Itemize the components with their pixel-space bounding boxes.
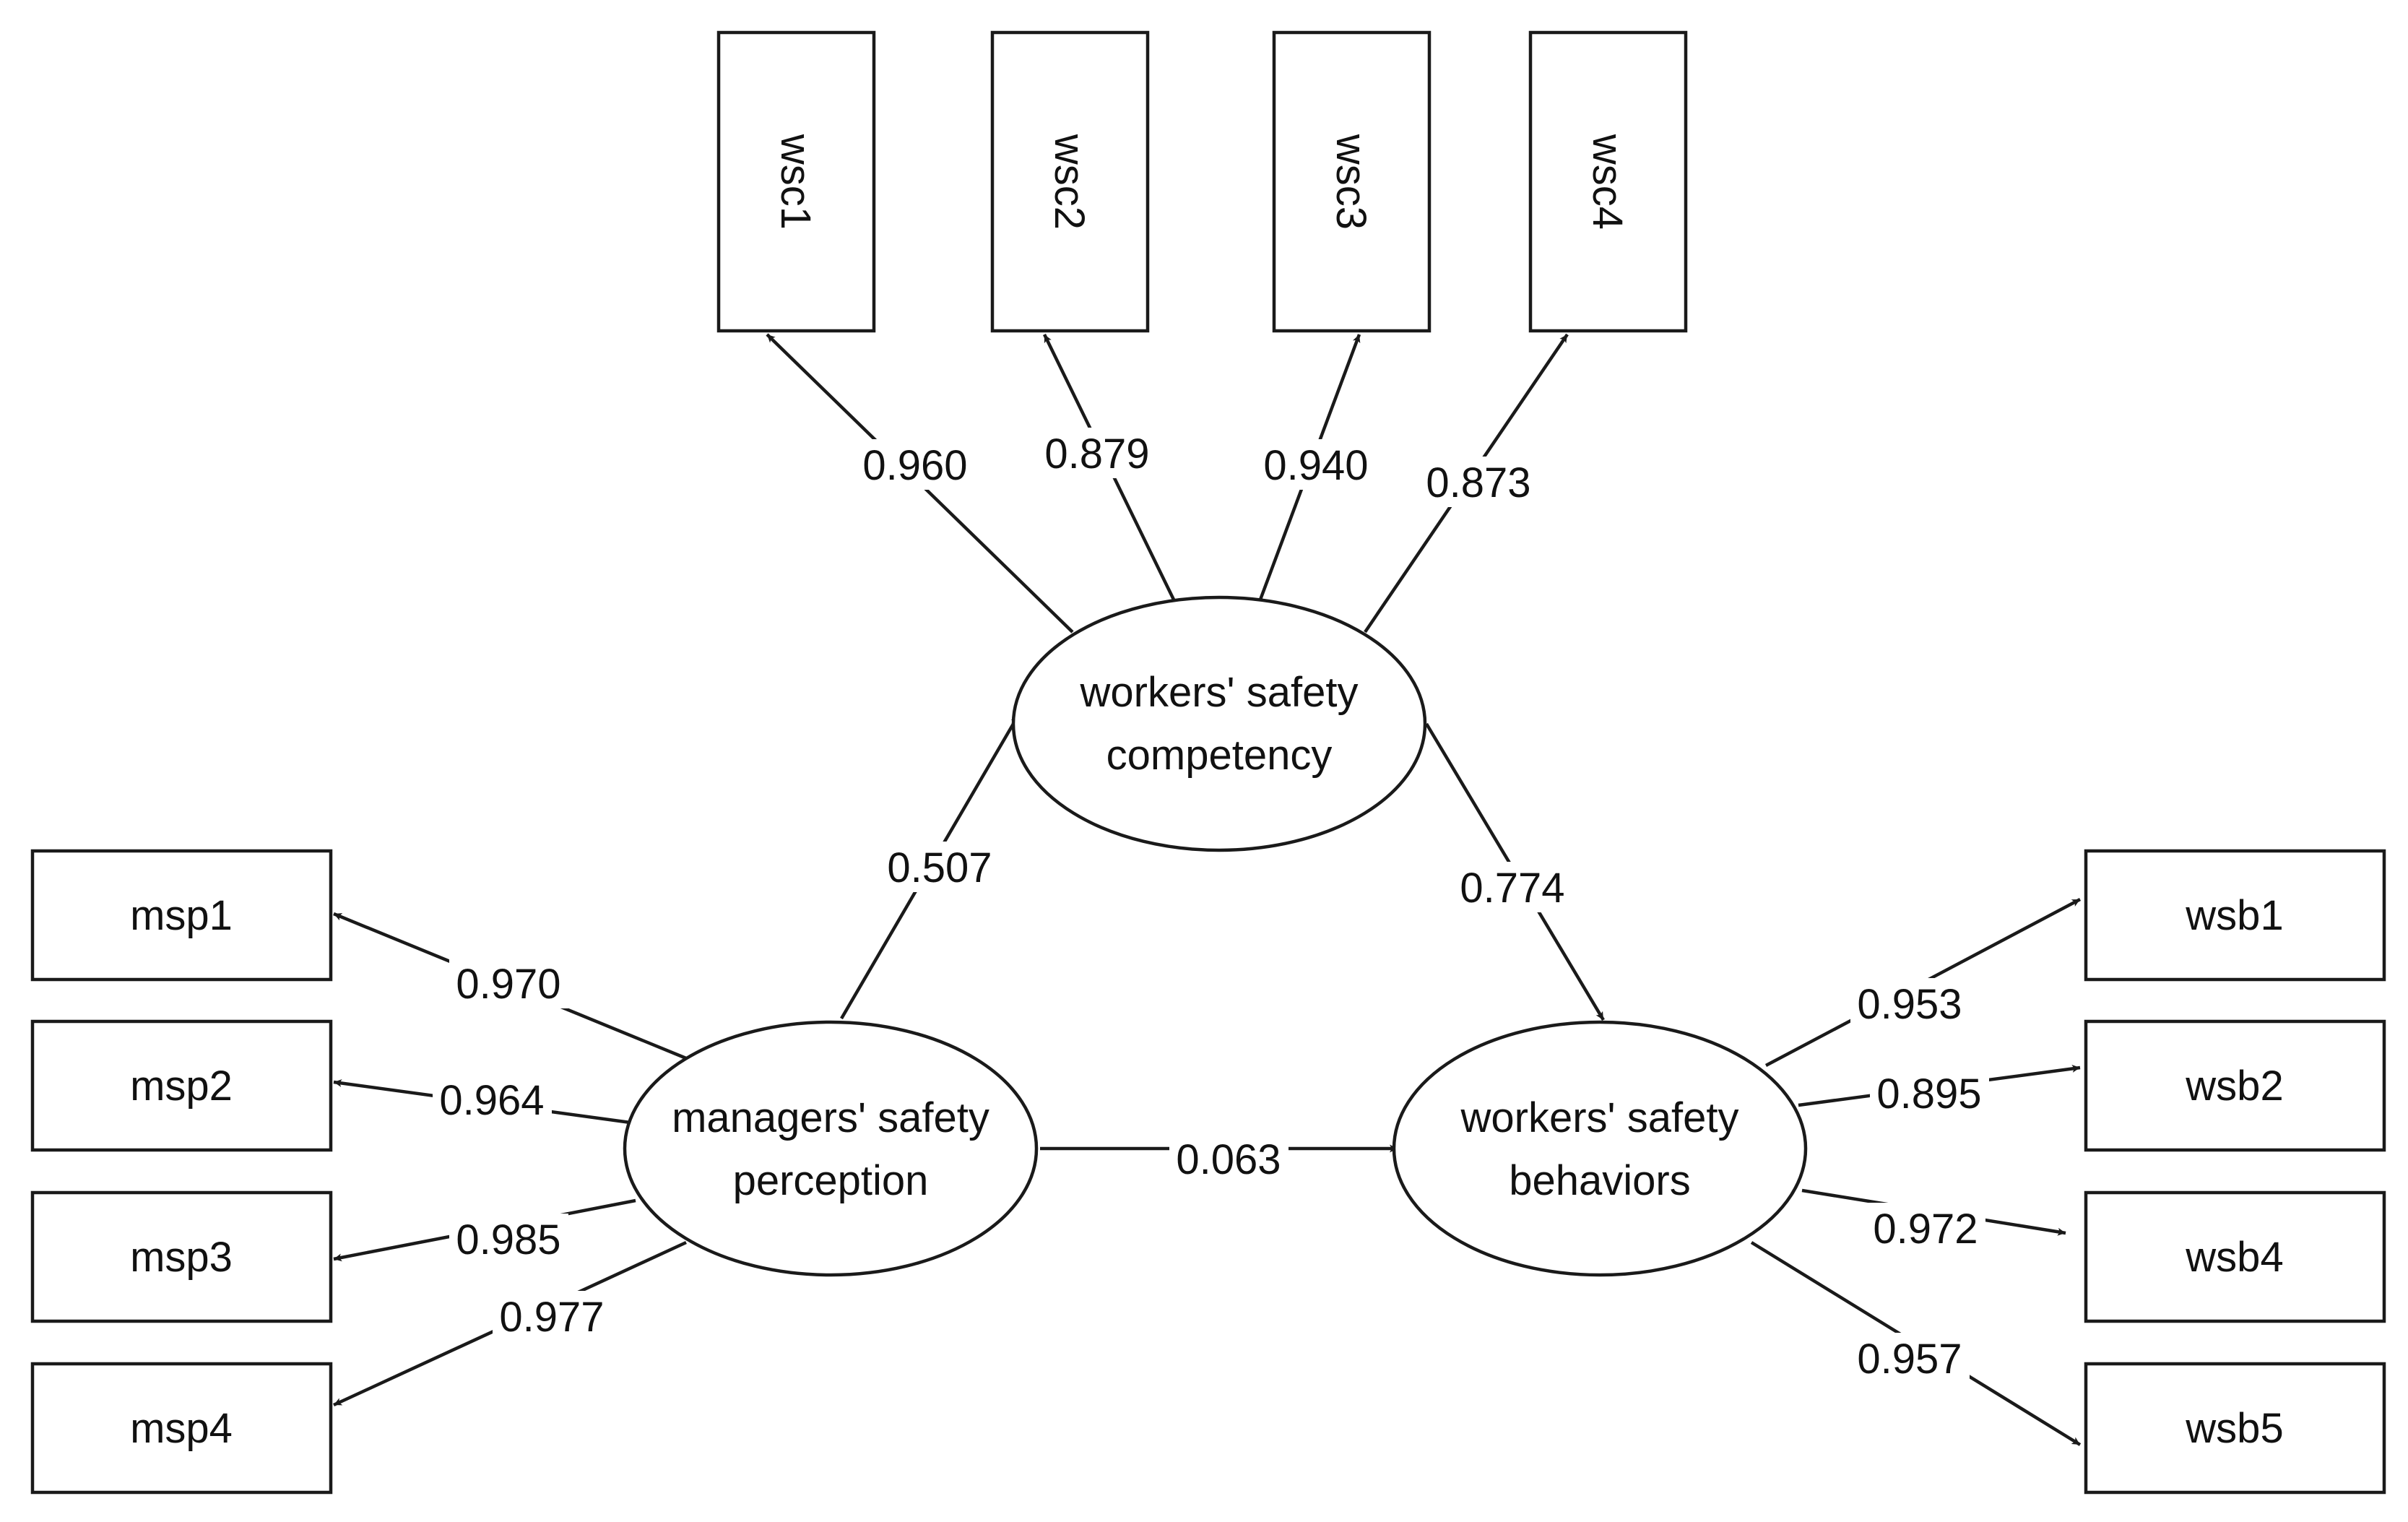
indicator-msp3: msp3 — [30, 1190, 333, 1323]
loading-label-wsc4: 0.873 — [1426, 459, 1530, 506]
loading-label-wsb2: 0.895 — [1876, 1071, 1981, 1117]
loading-label-msp4: 0.977 — [499, 1294, 604, 1341]
indicator-msp4-label: msp4 — [130, 1405, 233, 1452]
indicator-wsc4-label: wsc4 — [1584, 134, 1631, 230]
loading-label-wsb2-group: 0.895 — [1870, 1068, 1989, 1118]
indicator-wsb5: wsb5 — [2084, 1362, 2386, 1495]
latent-msp-label-line2: perception — [733, 1157, 929, 1204]
loading-label-wsb5-group: 0.957 — [1850, 1333, 1970, 1383]
loading-label-msp3-group: 0.985 — [449, 1214, 568, 1264]
latent-wsb: workers' safety behaviors — [1392, 1020, 1808, 1277]
loading-label-wsb4: 0.972 — [1873, 1206, 1978, 1253]
path-label-msp-wsc-group: 0.507 — [880, 842, 1000, 892]
indicator-msp2: msp2 — [30, 1019, 333, 1152]
indicator-wsb4: wsb4 — [2084, 1190, 2386, 1323]
loading-label-wsc3-group: 0.940 — [1257, 439, 1376, 490]
indicator-wsb1-label: wsb1 — [2185, 892, 2283, 939]
indicator-wsc2-label: wsc2 — [1046, 134, 1093, 230]
loading-label-wsb4-group: 0.972 — [1866, 1203, 1985, 1253]
loading-label-wsc2: 0.879 — [1044, 431, 1149, 477]
latent-wsb-label-line2: behaviors — [1509, 1157, 1690, 1204]
latent-wsc-label-line1: workers' safety — [1080, 669, 1359, 716]
indicator-msp1-label: msp1 — [130, 892, 233, 939]
indicator-wsb2-label: wsb2 — [2185, 1063, 2283, 1110]
loading-label-msp1-group: 0.970 — [449, 958, 568, 1008]
latent-wsc-label-line2: competency — [1106, 732, 1333, 779]
loading-label-msp3: 0.985 — [456, 1216, 560, 1263]
path-label-msp-wsb: 0.063 — [1176, 1136, 1281, 1183]
indicator-wsc1-label: wsc1 — [772, 134, 819, 230]
indicator-msp1: msp1 — [30, 849, 333, 982]
path-label-msp-wsc: 0.507 — [887, 844, 992, 891]
indicator-wsc3: wsc3 — [1272, 30, 1432, 333]
indicator-msp3-label: msp3 — [130, 1234, 233, 1281]
path-label-wsc-wsb-group: 0.774 — [1453, 862, 1572, 912]
indicator-msp2-label: msp2 — [130, 1063, 233, 1110]
indicator-wsc3-label: wsc3 — [1328, 134, 1374, 230]
loading-label-wsc4-group: 0.873 — [1419, 457, 1538, 507]
path-label-msp-wsb-group: 0.063 — [1169, 1133, 1289, 1184]
indicator-wsc2: wsc2 — [990, 30, 1150, 333]
loading-label-wsb5: 0.957 — [1857, 1336, 1962, 1383]
latent-wsc: workers' safety competency — [1011, 595, 1427, 852]
loading-label-wsc2-group: 0.879 — [1038, 428, 1157, 478]
indicator-wsb4-label: wsb4 — [2185, 1234, 2283, 1281]
loading-label-msp2-group: 0.964 — [433, 1074, 552, 1125]
loading-label-wsc1-group: 0.960 — [856, 439, 975, 490]
loading-label-wsc3: 0.940 — [1263, 442, 1368, 489]
latent-msp-label-line1: managers' safety — [672, 1094, 989, 1141]
indicator-wsb2: wsb2 — [2084, 1019, 2386, 1152]
indicator-wsb5-label: wsb5 — [2185, 1405, 2283, 1452]
loading-label-wsb1-group: 0.953 — [1850, 978, 1970, 1029]
loading-label-msp1: 0.970 — [456, 961, 560, 1008]
loading-label-msp2: 0.964 — [439, 1077, 544, 1124]
loading-label-wsc1: 0.960 — [862, 442, 967, 489]
loading-label-wsb1: 0.953 — [1857, 981, 1962, 1028]
latent-msp: managers' safety perception — [623, 1020, 1039, 1277]
latent-wsb-label-line1: workers' safety — [1460, 1094, 1739, 1141]
indicator-wsc4: wsc4 — [1528, 30, 1688, 333]
indicator-wsb1: wsb1 — [2084, 849, 2386, 982]
path-label-wsc-wsb: 0.774 — [1460, 865, 1564, 912]
loading-label-msp4-group: 0.977 — [493, 1291, 612, 1341]
indicator-wsc1: wsc1 — [716, 30, 876, 333]
indicator-msp4: msp4 — [30, 1362, 333, 1495]
